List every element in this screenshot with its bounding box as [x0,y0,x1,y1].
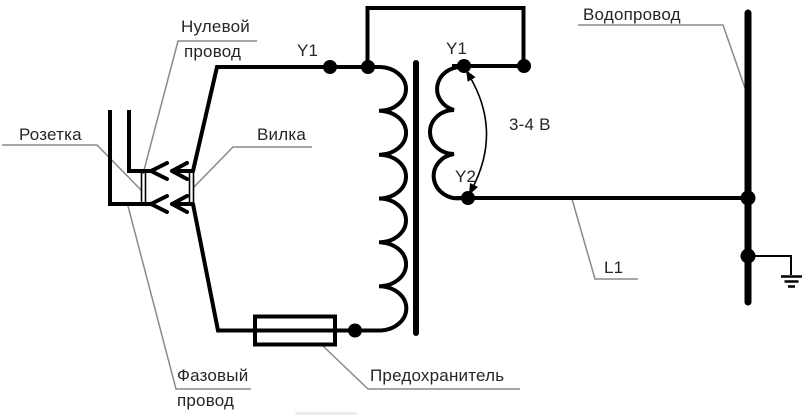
leader-plug [193,146,312,188]
neutral-wire [191,65,379,172]
primary-winding [378,65,409,333]
leader-l1 [571,198,638,280]
plug-body-lines [188,172,195,203]
ground-wire [748,255,792,275]
label-socket: Розетка [19,125,82,144]
callout-leader-lines [2,24,747,390]
junction-dot-jumper [517,59,531,73]
leader-phase-wire [127,205,251,390]
secondary-winding [428,64,463,201]
top-jumper-wire [365,6,526,67]
ground-icon [781,275,802,288]
label-phase-wire-line2: провод [177,391,235,410]
label-neutral-wire-line1: Нулевой [181,17,250,36]
leader-socket [2,144,143,192]
plug-top-pin [170,161,195,181]
fuse-symbol [253,314,337,347]
junction-dot-y1-secondary [457,59,471,73]
plug-symbol [170,161,195,214]
junction-dot-y1-primary [323,60,337,74]
plug-bottom-pin [170,194,195,214]
water-pipe-and-ground [744,9,802,306]
label-l1: L1 [604,258,624,277]
junction-dot-y2 [461,191,475,205]
label-terminal-y2: Y2 [455,167,477,186]
junction-dot-primary-top [361,60,375,74]
label-plug: Вилка [257,125,307,144]
label-terminal-y1-primary: Y1 [297,41,319,60]
socket-phase-contact-lead [108,110,151,206]
label-voltage-3-4v: 3-4 В [509,115,551,134]
leader-water-pipe [578,24,747,92]
socket-body-lines [140,172,147,203]
circuit-wires [191,6,748,333]
junction-dots [323,59,756,338]
junction-dot-pipe-l1 [740,190,756,206]
socket-top-fork [149,161,169,181]
junction-dot-pipe-ground [740,248,756,264]
socket-bottom-fork [149,194,169,214]
junction-dot-fuse [348,323,362,338]
transformer [378,60,463,336]
leader-neutral-wire [142,40,257,175]
socket-neutral-contact-lead [127,110,151,173]
label-water-pipe: Водопровод [583,5,681,24]
label-fuse: Предохранитель [370,366,505,385]
arrowhead-up-icon [466,70,476,82]
phase-wire [191,203,379,333]
label-phase-wire-line1: Фазовый [177,366,249,385]
cropped-caption-remnant [295,412,357,415]
voltage-arc-curve [469,76,488,190]
label-neutral-wire-line2: провод [184,42,242,61]
leader-fuse [322,345,520,390]
socket-symbol [108,110,169,214]
label-terminal-y1-secondary: Y1 [446,39,468,58]
